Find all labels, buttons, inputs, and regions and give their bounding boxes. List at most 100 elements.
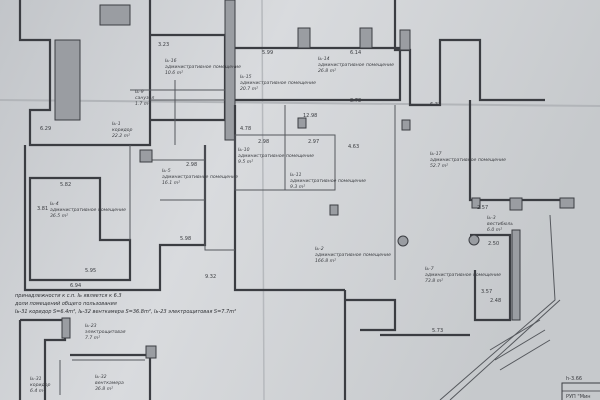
dimension: 4.63 xyxy=(348,144,359,150)
svg-text:Iь-23: Iь-23 xyxy=(85,323,97,329)
wall-outline-top-left xyxy=(18,0,545,147)
svg-text:Iь-10: Iь-10 xyxy=(238,147,250,153)
paper-fold xyxy=(0,99,600,107)
svg-text:73.8 m²: 73.8 m² xyxy=(425,278,443,284)
wall-outline-bottom-left xyxy=(18,317,157,400)
dimension: 2.98 xyxy=(258,139,269,145)
title-stamp: h-3.66 РУП "Мин xyxy=(561,376,600,400)
svg-text:административное помещение: административное помещение xyxy=(238,154,314,159)
svg-text:административное помещение: административное помещение xyxy=(425,273,501,278)
svg-text:административное помещение: административное помещение xyxy=(162,175,238,180)
note-line: доли помещений общего пользования xyxy=(14,301,117,307)
svg-text:коридор: коридор xyxy=(112,128,132,133)
svg-text:Iь-15: Iь-15 xyxy=(240,74,252,80)
wall-outline-middle xyxy=(233,105,411,292)
dimension: 2.50 xyxy=(488,241,499,247)
dimension: 6.94 xyxy=(70,283,81,289)
dimension: 6.14 xyxy=(350,50,361,56)
dimension: 5.95 xyxy=(85,268,96,274)
svg-text:административное помещение: административное помещение xyxy=(430,158,506,163)
svg-text:Iь-3: Iь-3 xyxy=(487,215,496,221)
svg-text:10.6 m²: 10.6 m² xyxy=(165,70,183,76)
svg-text:7.7 m²: 7.7 m² xyxy=(85,335,100,341)
wall-outline-left-middle xyxy=(23,145,235,292)
dimension: 2.57 xyxy=(477,205,488,211)
svg-text:9.5 m²: 9.5 m² xyxy=(238,159,253,165)
dimension: 5.82 xyxy=(60,182,71,188)
stamp-title: РУП "Мин xyxy=(566,394,591,400)
notes: принадлежности к с.п. Iь является к 6.3 … xyxy=(14,293,236,315)
svg-text:Iь-5: Iь-5 xyxy=(162,168,171,174)
dimension: 2.97 xyxy=(308,139,319,145)
note-line: Iь-31 коридор S=6.4m², Iь-32 венткамера … xyxy=(15,309,236,315)
wall-outline-right xyxy=(343,100,575,400)
svg-text:Iь-9: Iь-9 xyxy=(135,89,144,95)
svg-text:22.2 m²: 22.2 m² xyxy=(112,133,130,139)
svg-text:санузел: санузел xyxy=(135,96,154,101)
svg-text:административное помещение: административное помещение xyxy=(315,253,391,258)
dimension-labels: 3.23 5.99 6.14 8.78 6.32 5.82 3.81 5.95 … xyxy=(37,42,501,334)
svg-text:166.8 m²: 166.8 m² xyxy=(315,258,336,264)
dimension: 5.98 xyxy=(180,236,191,242)
stamp-height: h-3.66 xyxy=(566,376,582,382)
svg-text:52.7 m²: 52.7 m² xyxy=(430,163,448,169)
svg-text:9.3 m²: 9.3 m² xyxy=(290,184,305,190)
dimension: 3.57 xyxy=(481,289,492,295)
dimension: 2.48 xyxy=(490,298,501,304)
svg-text:Iь-7: Iь-7 xyxy=(425,266,434,272)
svg-text:Iь-31: Iь-31 xyxy=(30,376,42,382)
note-line: принадлежности к с.п. Iь является к 6.3 xyxy=(15,293,122,299)
dimension: 5.73 xyxy=(432,328,443,334)
dimension: 6.29 xyxy=(40,126,51,132)
svg-text:Iь-16: Iь-16 xyxy=(165,58,177,64)
svg-text:Iь-4: Iь-4 xyxy=(50,201,59,207)
paper-fold xyxy=(261,0,265,400)
svg-text:26.8 m²: 26.8 m² xyxy=(318,68,336,74)
dimension: 12.98 xyxy=(303,113,317,119)
svg-text:Iь-2: Iь-2 xyxy=(315,246,324,252)
dimension: 2.98 xyxy=(186,162,197,168)
dimension: 8.78 xyxy=(350,98,361,104)
svg-text:36.5 m²: 36.5 m² xyxy=(50,213,68,219)
svg-text:административное помещение: административное помещение xyxy=(50,208,126,213)
svg-text:Iь-17: Iь-17 xyxy=(430,151,442,157)
svg-text:20.7 m²: 20.7 m² xyxy=(240,86,258,92)
svg-text:коридор: коридор xyxy=(30,383,50,388)
svg-text:Iь-14: Iь-14 xyxy=(318,56,330,62)
svg-text:6.0 m²: 6.0 m² xyxy=(487,227,502,233)
svg-text:административное помещение: административное помещение xyxy=(240,81,316,86)
svg-text:административное помещение: административное помещение xyxy=(290,179,366,184)
svg-text:административное помещение: административное помещение xyxy=(165,65,241,70)
dimension: 6.32 xyxy=(430,102,441,108)
dimension: 3.81 xyxy=(37,206,48,212)
svg-text:вестибюль: вестибюль xyxy=(487,221,513,227)
svg-text:Iь-11: Iь-11 xyxy=(290,172,302,178)
svg-text:административное помещение: административное помещение xyxy=(318,63,394,68)
dimension: 5.99 xyxy=(262,50,273,56)
svg-text:Iь-1: Iь-1 xyxy=(112,121,121,127)
dimension: 3.23 xyxy=(158,42,169,48)
dimension: 4.78 xyxy=(240,126,251,132)
svg-text:16.1 m²: 16.1 m² xyxy=(162,180,180,186)
svg-text:1.7 m²: 1.7 m² xyxy=(135,101,150,107)
svg-text:36.8 m²: 36.8 m² xyxy=(95,386,113,392)
svg-text:электрощитовая: электрощитовая xyxy=(85,330,126,335)
